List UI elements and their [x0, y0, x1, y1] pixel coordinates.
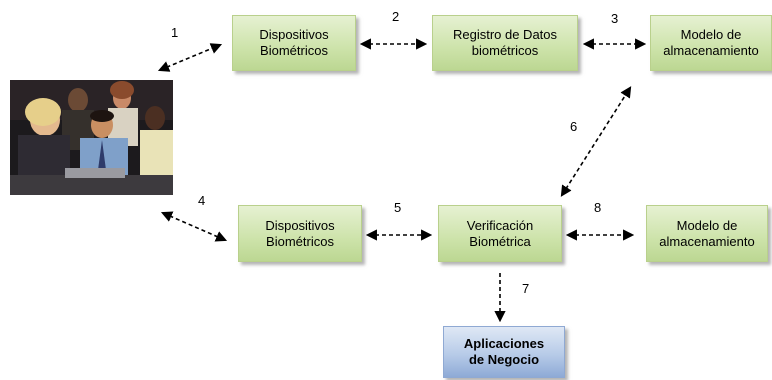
- step-number-3: 3: [611, 11, 619, 26]
- dispositivos-biometricos-top-box: Dispositivos Biométricos: [232, 15, 356, 71]
- step-number-7: 7: [522, 281, 530, 296]
- aplicaciones-negocio-box: Aplicaciones de Negocio: [443, 326, 565, 378]
- arrow-6: [560, 86, 632, 197]
- dispositivos-biometricos-bottom-box: Dispositivos Biométricos: [238, 205, 362, 262]
- step-number-6: 6: [570, 119, 578, 134]
- arrow-4: [160, 211, 228, 242]
- modelo-almacenamiento-bottom-box: Modelo de almacenamiento: [646, 205, 768, 262]
- step-number-1: 1: [171, 25, 179, 40]
- registro-datos-box: Registro de Datos biométricos: [432, 15, 578, 71]
- modelo-almacenamiento-top-box: Modelo de almacenamiento: [650, 15, 772, 71]
- step-number-4: 4: [198, 193, 206, 208]
- step-number-5: 5: [394, 200, 402, 215]
- step-number-8: 8: [594, 200, 602, 215]
- step-number-2: 2: [392, 9, 400, 24]
- arrow-1: [157, 43, 223, 72]
- people-photo: [10, 80, 173, 195]
- verificacion-biometrica-box: Verificación Biométrica: [438, 205, 562, 262]
